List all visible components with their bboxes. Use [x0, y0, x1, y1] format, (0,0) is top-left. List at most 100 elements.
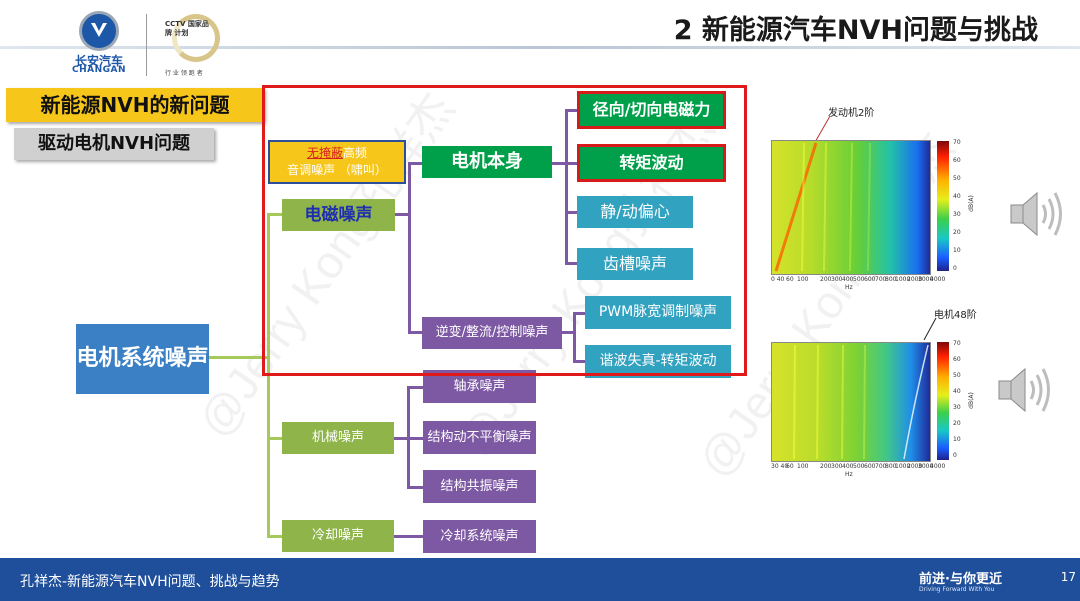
spectrogram-1-cbar-tick: 60 — [953, 157, 961, 164]
spectrogram-2-cbar-tick: 30 — [953, 404, 961, 411]
spectrogram-2-xtick: 700 — [875, 463, 887, 470]
spectrogram-1-xtick: 500 — [853, 276, 865, 283]
cooling-system-noise-node: 冷却系统噪声 — [423, 520, 536, 553]
cctv-subtitle: 行 业 领 跑 者 — [165, 70, 203, 77]
spectrogram-1-cbar-tick: 40 — [953, 193, 961, 200]
pwm-noise-node: PWM脉宽调制噪声 — [585, 296, 731, 329]
em-noise-node: 电磁噪声 — [282, 199, 395, 231]
connector-line — [267, 213, 283, 216]
spectrogram-1-xtick: 700 — [875, 276, 887, 283]
spectrogram-1-cbar-tick: 10 — [953, 247, 961, 254]
spectrogram-2-cbar-tick: 50 — [953, 372, 961, 379]
connector-line — [565, 262, 577, 265]
connector-line — [573, 360, 585, 363]
spectrogram-2-cbar-tick: 10 — [953, 436, 961, 443]
spectrogram-2-xtick: 400 — [842, 463, 854, 470]
spectrogram-2-label: 电机48阶 — [934, 310, 977, 321]
spectrogram-1-label: 发动机2阶 — [828, 108, 875, 119]
logo-chinese: 长安汽车 — [74, 54, 123, 68]
spectrogram-2-xtick: 500 — [853, 463, 865, 470]
spectrogram-1-cbar-label: dB(A) — [967, 195, 975, 212]
spectrogram-2-xtick: 300 — [831, 463, 843, 470]
spectrogram-1-xtick: 1000 — [895, 276, 911, 283]
spectrogram-1-xtick: 200 — [820, 276, 832, 283]
spectrogram-2-xtick: 600 — [864, 463, 876, 470]
spectrogram-1-xtick: 400 — [842, 276, 854, 283]
spectrogram-1-xtick: 4000 — [930, 276, 946, 283]
spectrogram-2-xtick: 100 — [797, 463, 809, 470]
resonance-noise-node: 结构共振噪声 — [423, 470, 536, 503]
spectrogram-1-plot — [771, 140, 931, 275]
connector-line — [573, 312, 585, 315]
spectrogram-1-cbar-tick: 20 — [953, 229, 961, 236]
connector-line — [408, 162, 422, 165]
spectrogram-1-xtick: 2000 — [907, 276, 923, 283]
logo-english: CHANGAN — [71, 65, 127, 75]
slide-title: 2 新能源汽车NVH问题与挑战 — [673, 15, 1038, 46]
cctv-emblem-icon — [172, 14, 220, 62]
connector-line — [208, 356, 268, 359]
logo-divider — [146, 14, 147, 76]
spectrogram-2-xlabel: Hz — [845, 471, 853, 478]
spectrogram-1-cbar-tick: 30 — [953, 211, 961, 218]
connector-line — [565, 211, 577, 214]
footer-slogan: 前进·与你更近 — [919, 572, 1002, 587]
connector-line — [562, 331, 574, 334]
spectrogram-1-xtick: 60 — [786, 276, 794, 283]
spectrogram-1-colorbar — [937, 141, 949, 271]
spectrogram-2-cbar-tick: 60 — [953, 356, 961, 363]
cooling-noise-node: 冷却噪声 — [282, 520, 394, 552]
spectrogram-1-xlabel: Hz — [845, 284, 853, 291]
cctv-text: CCTV 国家品牌 计划 — [165, 20, 209, 37]
connector-line — [394, 535, 423, 538]
new-issue-tag: 新能源NVH的新问题 — [6, 88, 264, 122]
speaker-icon[interactable] — [1008, 188, 1066, 240]
motor-body-node: 电机本身 — [422, 146, 552, 178]
eccentricity-node: 静/动偏心 — [577, 196, 693, 228]
spectrogram-2-cbar-tick: 70 — [953, 340, 961, 347]
spectrogram-1-cbar-tick: 0 — [953, 265, 957, 272]
inverter-noise-node: 逆变/整流/控制噪声 — [422, 317, 562, 349]
spectrogram-1-order-lines — [774, 142, 871, 272]
header-rule — [0, 46, 1080, 49]
connector-line — [407, 386, 423, 389]
torque-ripple-node: 转矩波动 — [577, 144, 726, 182]
page-number: 17 — [1060, 570, 1076, 584]
footer-bar — [0, 558, 1080, 601]
speaker-icon[interactable] — [996, 364, 1054, 416]
spectrogram-1-xtick: 800 — [885, 276, 897, 283]
connector-line — [395, 213, 409, 216]
spectrogram-2-cbar-tick: 20 — [953, 420, 961, 427]
connector-line — [565, 109, 568, 264]
changan-v-icon — [91, 23, 107, 37]
footer-slogan-en: Driving Forward With You — [919, 586, 995, 593]
high-frequency-text: 高频 — [343, 146, 368, 160]
connector-line — [394, 437, 408, 440]
motor-nvh-tag: 驱动电机NVH问题 — [14, 128, 214, 160]
root-motor-system-noise: 电机系统噪声 — [76, 324, 209, 394]
em-noise-highlight-frame — [262, 85, 747, 376]
cogging-node: 齿槽噪声 — [577, 248, 693, 280]
spectrogram-2-xtick: 2000 — [907, 463, 923, 470]
spectrogram-2-cbar-tick: 0 — [953, 452, 957, 459]
connector-line — [407, 437, 423, 440]
connector-line — [573, 312, 576, 362]
harmonic-node: 谐波失真-转矩波动 — [585, 345, 731, 378]
connector-line — [408, 162, 411, 334]
spectrogram-2-xtick: 4000 — [930, 463, 946, 470]
unmasked-text: 无掩蔽 — [306, 146, 343, 160]
radial-force-node: 径向/切向电磁力 — [577, 91, 726, 129]
spectrogram-1-cbar-tick: 50 — [953, 175, 961, 182]
connector-line — [267, 437, 282, 440]
connector-line — [552, 162, 566, 165]
spectrogram-2-xtick: 30 40 — [771, 463, 789, 470]
spectrogram-2-colorbar — [937, 342, 949, 460]
tonal-noise-text: 音调噪声 （啸叫） — [287, 163, 387, 177]
spectrogram-2-plot — [771, 342, 931, 462]
connector-line — [407, 486, 423, 489]
spectrogram-2-xtick: 1000 — [895, 463, 911, 470]
tonal-noise-box: 无掩蔽高频 音调噪声 （啸叫） — [268, 140, 406, 184]
spectrogram-1-xtick: 100 — [797, 276, 809, 283]
connector-line — [267, 535, 282, 538]
connector-line — [565, 162, 577, 165]
